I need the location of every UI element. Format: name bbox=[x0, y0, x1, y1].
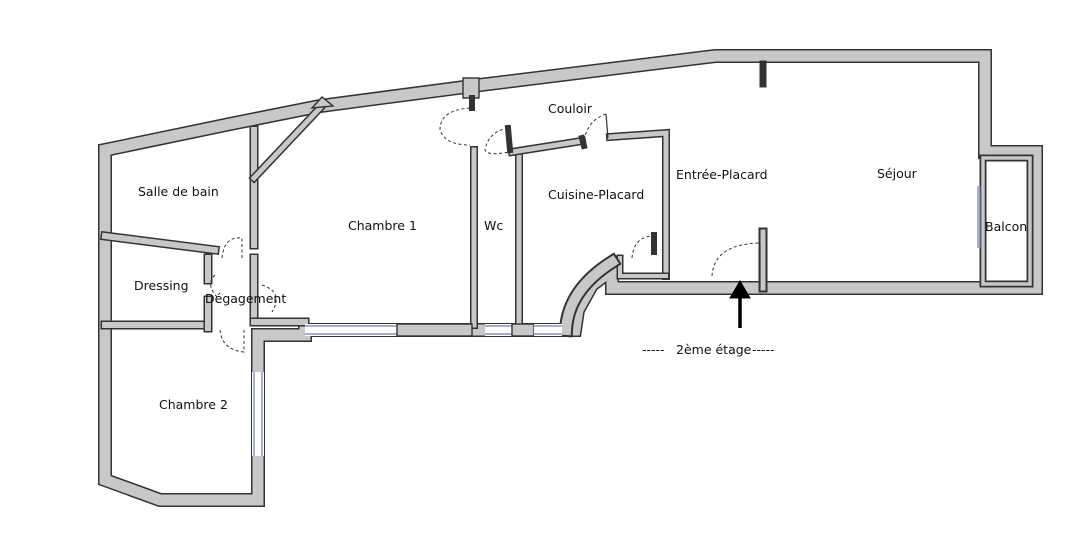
floor-label-dashes-left: ----- bbox=[642, 342, 665, 357]
doors bbox=[210, 107, 761, 353]
room-label-couloir: Couloir bbox=[548, 101, 593, 116]
interior-walls bbox=[99, 60, 1034, 338]
floor-label: 2ème étage bbox=[676, 342, 752, 357]
room-label-sejour: Séjour bbox=[877, 166, 918, 181]
room-label-chambre-2: Chambre 2 bbox=[159, 397, 228, 412]
room-label-wc: Wc bbox=[484, 218, 503, 233]
room-label-degagement: Dégagement bbox=[205, 291, 286, 306]
room-labels: Salle de bain Dressing Dégagement Chambr… bbox=[134, 101, 1027, 412]
room-label-chambre-1: Chambre 1 bbox=[348, 218, 417, 233]
windows bbox=[252, 186, 982, 456]
floor-label-dashes-right: ----- bbox=[752, 342, 775, 357]
room-label-dressing: Dressing bbox=[134, 278, 189, 293]
floor-label-group: ----- 2ème étage ----- bbox=[642, 342, 775, 357]
entrance-arrow-icon bbox=[729, 280, 751, 328]
room-label-cuisine-placard: Cuisine-Placard bbox=[548, 187, 644, 202]
room-interiors bbox=[113, 64, 1026, 492]
room-label-balcon: Balcon bbox=[985, 219, 1027, 234]
room-label-entree-placard: Entrée-Placard bbox=[676, 167, 768, 182]
room-label-salle-de-bain: Salle de bain bbox=[138, 184, 219, 199]
